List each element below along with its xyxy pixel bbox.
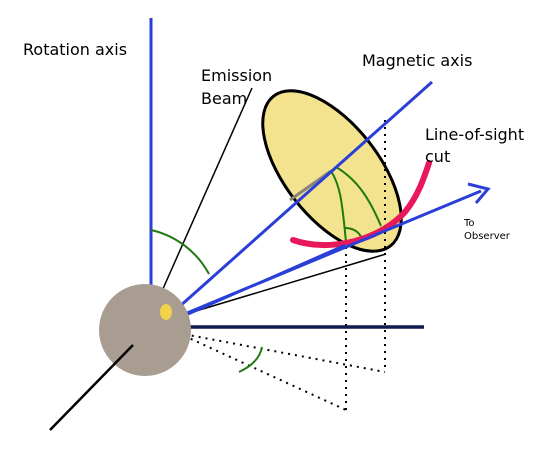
line-of-sight-cut-curve (290, 160, 432, 249)
cone-edge-upper (157, 87, 253, 301)
pulsar-body (99, 284, 191, 376)
beam-angle-arc (330, 166, 382, 243)
star-to-beam-line (174, 243, 346, 322)
projection-dotted-lines (177, 120, 386, 411)
projection-angle-arc (238, 346, 263, 373)
magnetic-axis-label: Magnetic axis (362, 51, 472, 70)
line-of-sight-label-line2: cut (425, 147, 450, 166)
emission-beam-label-line2: Beam (201, 89, 247, 108)
inclination-angle-arc (150, 229, 210, 275)
magnetic-axis-inner-segment (289, 169, 332, 202)
pulsar-pole-spot (160, 304, 172, 320)
lower-axis-line (49, 344, 134, 431)
observer-label-line2: Observer (464, 231, 511, 242)
line-of-sight-label-line1: Line-of-sight (425, 125, 524, 144)
emission-beam-label-line1: Emission (201, 66, 272, 85)
observer-arrow-head (467, 182, 491, 204)
observer-label-line1: To (463, 218, 475, 229)
cone-edge-lower (175, 253, 387, 318)
rotation-axis-label: Rotation axis (23, 40, 127, 59)
magnetic-axis-line (169, 80, 433, 317)
